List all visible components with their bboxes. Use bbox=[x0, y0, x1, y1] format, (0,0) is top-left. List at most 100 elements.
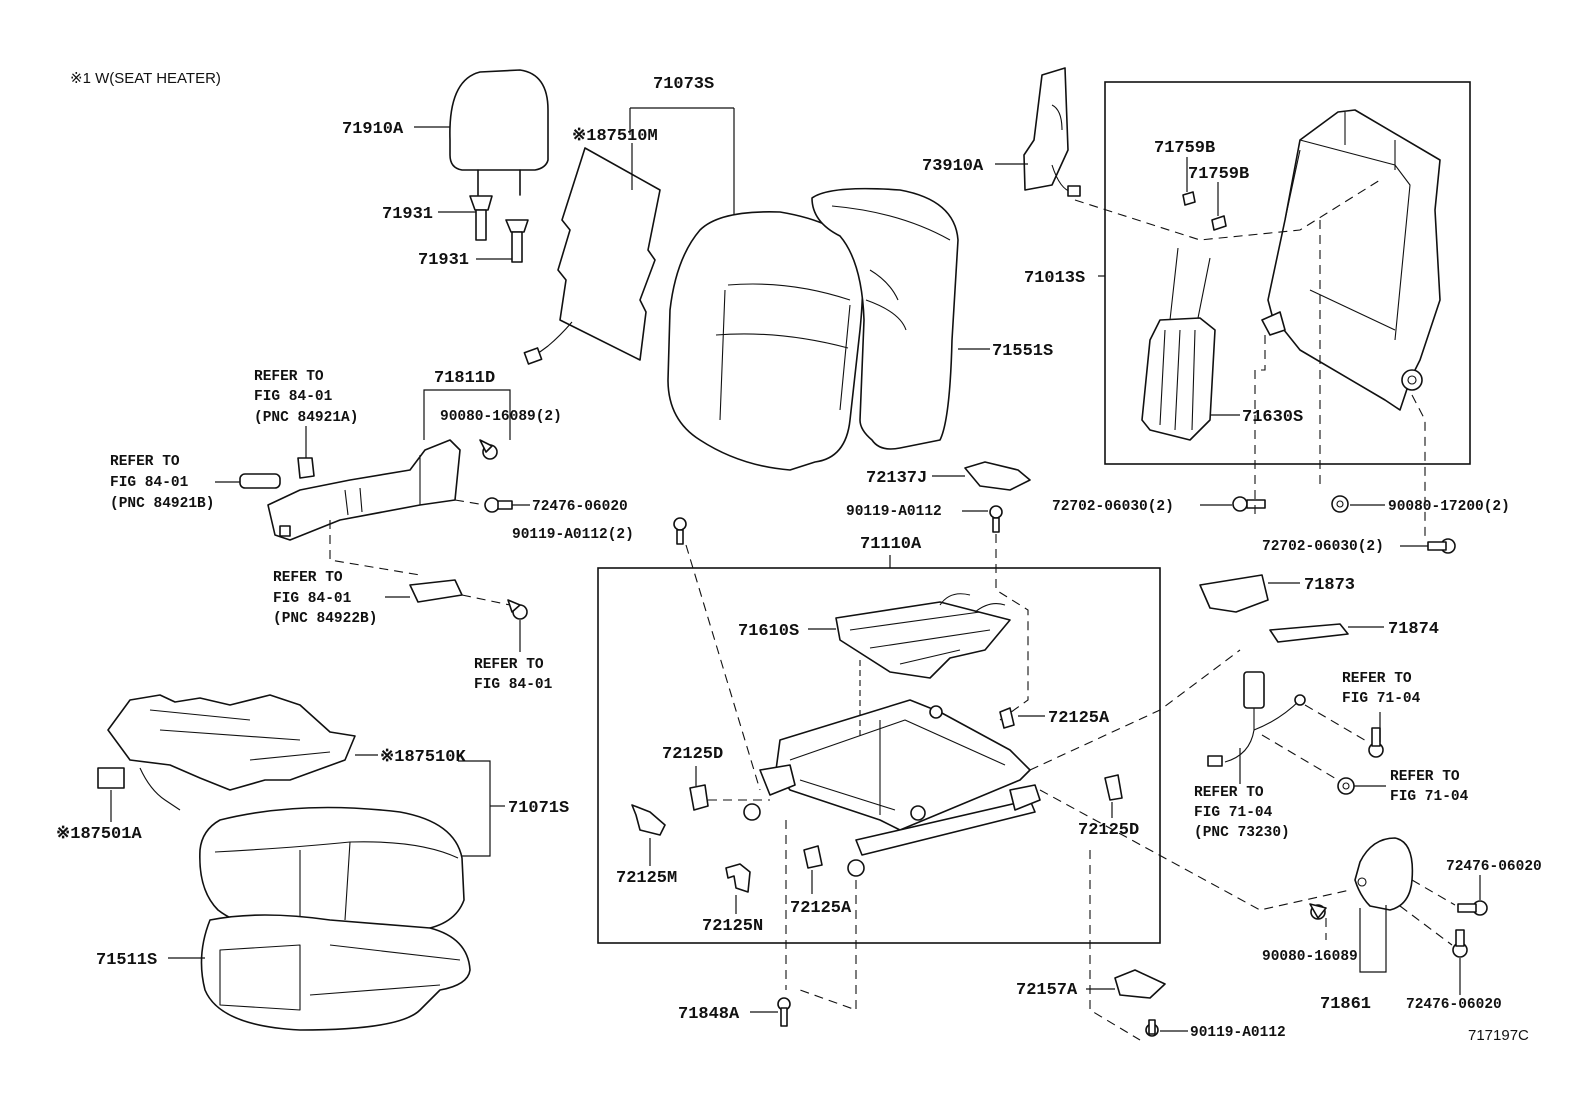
screw-90119-A0112-2[interactable] bbox=[673, 517, 687, 545]
dash-screw-track-left bbox=[685, 544, 761, 791]
clip-72125N[interactable] bbox=[725, 863, 751, 893]
label-71874: 71874 bbox=[1388, 620, 1439, 639]
figure-code: 717197C bbox=[1468, 1027, 1529, 1044]
dash-cover-bolt-b bbox=[1411, 879, 1456, 906]
dash-buckle-bolt bbox=[1304, 704, 1369, 743]
cover-71874[interactable] bbox=[1269, 623, 1349, 643]
bracket-71811D bbox=[423, 389, 511, 440]
seat-track-group-box bbox=[597, 567, 1161, 944]
nut-fig-71-04-b[interactable] bbox=[1337, 777, 1355, 795]
label-72137J: 72137J bbox=[866, 469, 927, 488]
label-90080-16089: 90080-16089 bbox=[1262, 949, 1358, 965]
label-72125D-a: 72125D bbox=[662, 745, 723, 764]
label-73910A: 73910A bbox=[922, 157, 984, 176]
seatback-pad-71551S[interactable] bbox=[811, 187, 959, 450]
label-72125D-b: 72125D bbox=[1078, 821, 1139, 840]
bolt-72476-06020-a[interactable] bbox=[484, 497, 513, 513]
svg-text:REFER TO: REFER TO bbox=[474, 657, 544, 673]
bolt-72702-06030-b[interactable] bbox=[1427, 538, 1456, 554]
seatback-frame-71013S[interactable] bbox=[1261, 109, 1441, 411]
screw-fig-84-01[interactable] bbox=[507, 599, 528, 620]
svg-text:REFER TO: REFER TO bbox=[1390, 769, 1460, 785]
cover-72137J[interactable] bbox=[964, 461, 1031, 491]
refer-fig-71-04-a[interactable]: REFER TO FIG 71-04 bbox=[1342, 671, 1421, 707]
label-87510K: ※187510K bbox=[380, 748, 466, 767]
svg-text:FIG 71-04: FIG 71-04 bbox=[1194, 805, 1273, 821]
seat-cushion-pad-71511S[interactable] bbox=[200, 914, 471, 1031]
dash-frame-bolt-a bbox=[1254, 335, 1266, 520]
headrest-71910A[interactable] bbox=[449, 69, 549, 196]
dash-track-cover bbox=[1039, 789, 1351, 911]
label-71759B-a: 71759B bbox=[1154, 139, 1215, 158]
dash-screw-track-right bbox=[995, 534, 1029, 721]
side-airbag-73910A[interactable] bbox=[1023, 67, 1081, 197]
refer-fig-84-01-pnc-84922B[interactable]: REFER TO FIG 84-01 (PNC 84922B) bbox=[273, 570, 377, 627]
bolt-90080-16089-single[interactable] bbox=[1309, 903, 1327, 920]
seat-belt-buckle-73230[interactable] bbox=[1207, 671, 1306, 767]
clip-72125A-b[interactable] bbox=[803, 845, 823, 869]
label-71071S: 71071S bbox=[508, 799, 569, 818]
cover-72157A[interactable] bbox=[1114, 969, 1166, 999]
clip-71759B-a[interactable] bbox=[1182, 191, 1196, 206]
label-87501A: ※187501A bbox=[56, 825, 142, 844]
refer-fig-84-01[interactable]: REFER TO FIG 84-01 bbox=[474, 657, 553, 693]
bolt-fig-71-04-a[interactable] bbox=[1368, 727, 1384, 758]
seatback-cover-71073S[interactable] bbox=[667, 211, 864, 471]
svg-text:REFER TO: REFER TO bbox=[110, 454, 180, 470]
label-72125A-a: 72125A bbox=[1048, 709, 1110, 728]
dash-frame-bolt-b bbox=[1411, 394, 1426, 540]
cover-71873[interactable] bbox=[1199, 574, 1269, 613]
svg-text:FIG 84-01: FIG 84-01 bbox=[474, 677, 553, 693]
clip-72125D-a[interactable] bbox=[689, 784, 709, 811]
svg-text:FIG 84-01: FIG 84-01 bbox=[273, 591, 352, 607]
refer-fig-84-01-pnc-84921A[interactable]: REFER TO FIG 84-01 (PNC 84921A) bbox=[254, 369, 358, 426]
refer-fig-71-04-b[interactable]: REFER TO FIG 71-04 bbox=[1390, 769, 1469, 805]
bracket-71861 bbox=[1359, 905, 1387, 973]
bolt-72476-06020-b[interactable] bbox=[1457, 900, 1488, 916]
svg-text:FIG 71-04: FIG 71-04 bbox=[1342, 691, 1421, 707]
label-90080-16089-2: 90080-16089(2) bbox=[440, 409, 562, 425]
clip-71759B-b[interactable] bbox=[1211, 215, 1227, 231]
seat-cushion-heater-87510K[interactable] bbox=[97, 694, 356, 811]
dash-rail-screw bbox=[799, 880, 857, 1011]
knob-84921A[interactable] bbox=[297, 457, 315, 479]
svg-text:FIG 84-01: FIG 84-01 bbox=[254, 389, 333, 405]
seat-adjuster-frame[interactable] bbox=[743, 660, 1041, 877]
clip-72125D-b[interactable] bbox=[1104, 774, 1123, 801]
screw-90119-A0112-a[interactable] bbox=[989, 505, 1003, 533]
recliner-cover-71861[interactable] bbox=[1354, 837, 1414, 911]
svg-text:(PNC 84922B): (PNC 84922B) bbox=[273, 611, 377, 627]
seat-cushion-frame-71610S[interactable] bbox=[835, 593, 1011, 679]
headrest-support-71931-left[interactable] bbox=[469, 195, 493, 241]
label-71630S: 71630S bbox=[1242, 408, 1303, 427]
refer-fig-84-01-pnc-84921B[interactable]: REFER TO FIG 84-01 (PNC 84921B) bbox=[110, 454, 214, 512]
svg-text:REFER TO: REFER TO bbox=[1342, 671, 1412, 687]
bolt-72702-06030-a[interactable] bbox=[1232, 496, 1266, 512]
dash-screw-b bbox=[1089, 850, 1141, 1041]
label-71013S: 71013S bbox=[1024, 269, 1085, 288]
nut-90080-17200[interactable] bbox=[1331, 495, 1349, 513]
label-71610S: 71610S bbox=[738, 622, 799, 641]
seat-side-shield-71811D[interactable] bbox=[267, 439, 461, 541]
label-72125M: 72125M bbox=[616, 869, 677, 888]
switch-84922B[interactable] bbox=[409, 579, 463, 603]
screw-71848A[interactable] bbox=[777, 997, 791, 1027]
seat-heater-note: ※1 W(SEAT HEATER) bbox=[70, 70, 221, 87]
clip-72125A-a[interactable] bbox=[999, 707, 1015, 729]
headrest-support-71931-right[interactable] bbox=[505, 219, 529, 263]
lumbar-support-71630S[interactable] bbox=[1141, 247, 1216, 441]
dash-shield-switch bbox=[329, 520, 421, 576]
label-90080-17200: 90080-17200(2) bbox=[1388, 499, 1510, 515]
svg-text:(PNC 73230): (PNC 73230) bbox=[1194, 825, 1290, 841]
heater-connector-87501A bbox=[97, 767, 125, 789]
screw-90119-A0112-b[interactable] bbox=[1145, 1019, 1159, 1037]
clip-72125M[interactable] bbox=[631, 804, 666, 836]
refer-fig-71-04-pnc-73230[interactable]: REFER TO FIG 71-04 (PNC 73230) bbox=[1194, 785, 1290, 841]
bolt-72476-06020-c[interactable] bbox=[1452, 929, 1468, 958]
knob-84921B[interactable] bbox=[239, 473, 281, 489]
label-72702-06030-b: 72702-06030(2) bbox=[1262, 539, 1384, 555]
bolt-90080-16089[interactable] bbox=[479, 439, 498, 460]
dash-switch-screw bbox=[461, 594, 511, 606]
seatback-heater-87510M[interactable] bbox=[523, 147, 661, 365]
